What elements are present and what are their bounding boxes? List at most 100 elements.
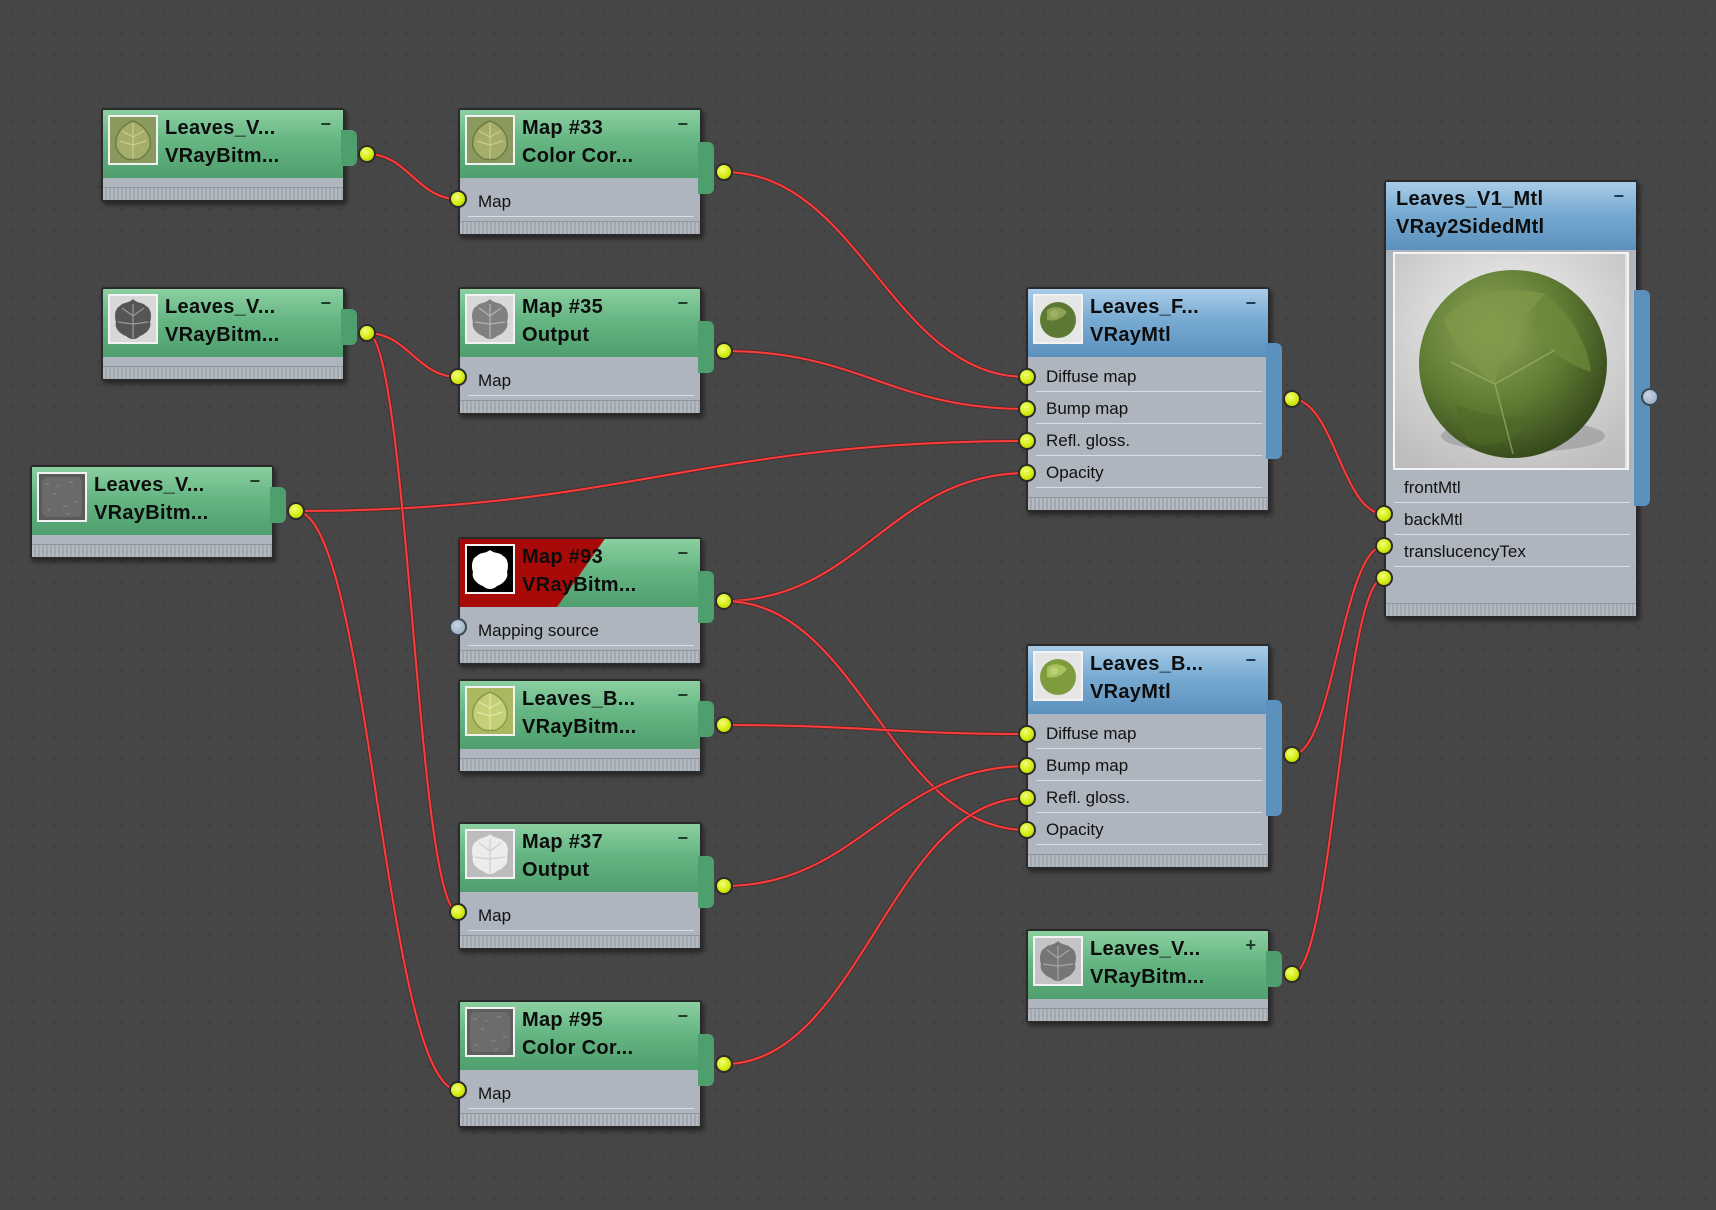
slot-translucency-tex[interactable]: translucencyTex xyxy=(1394,537,1630,567)
slot-opacity[interactable]: Opacity xyxy=(1036,458,1262,488)
output-port[interactable] xyxy=(1283,746,1301,764)
node-resize-handle[interactable] xyxy=(1028,1008,1268,1021)
connection-wire[interactable] xyxy=(1291,545,1385,756)
connection-wire[interactable] xyxy=(295,510,459,1091)
input-port-back-mtl[interactable] xyxy=(1375,537,1393,555)
connection-wire[interactable] xyxy=(366,332,459,913)
node-header[interactable]: Leaves_F... VRayMtl − xyxy=(1028,289,1268,357)
node-map-95[interactable]: Map #95 Color Cor... − Map xyxy=(458,1000,714,1128)
node-header[interactable]: Map #35 Output − xyxy=(460,289,700,357)
node-resize-handle[interactable] xyxy=(32,544,272,557)
connection-wire[interactable] xyxy=(366,153,459,200)
slot-map[interactable]: Map xyxy=(468,366,694,396)
slot-bump-map[interactable]: Bump map xyxy=(1036,751,1262,781)
slot-map[interactable]: Map xyxy=(468,1079,694,1109)
collapse-icon[interactable]: − xyxy=(677,293,688,313)
node-map-33[interactable]: Map #33 Color Cor... − Map xyxy=(458,108,714,236)
output-port[interactable] xyxy=(1283,390,1301,408)
output-port[interactable] xyxy=(715,1055,733,1073)
collapse-icon[interactable]: − xyxy=(249,471,260,491)
slot-map[interactable]: Map xyxy=(468,187,694,217)
slot-map[interactable]: Map xyxy=(468,901,694,931)
connection-wire[interactable] xyxy=(723,171,1028,378)
collapse-icon[interactable]: − xyxy=(1245,650,1256,670)
collapse-icon[interactable]: − xyxy=(1613,186,1624,206)
expand-icon[interactable]: + xyxy=(1245,935,1256,955)
input-port-bump-map[interactable] xyxy=(1018,400,1036,418)
collapse-icon[interactable]: − xyxy=(1245,293,1256,313)
node-map-35[interactable]: Map #35 Output − Map xyxy=(458,287,714,415)
node-resize-handle[interactable] xyxy=(1028,497,1268,510)
slot-mapping-source[interactable]: Mapping source xyxy=(468,616,694,646)
slot-refl-gloss[interactable]: Refl. gloss. xyxy=(1036,426,1262,456)
input-port-refl-gloss[interactable] xyxy=(1018,789,1036,807)
slot-front-mtl[interactable]: frontMtl xyxy=(1394,473,1630,503)
slot-refl-gloss[interactable]: Refl. gloss. xyxy=(1036,783,1262,813)
node-leaves-v-bitmap-2[interactable]: Leaves_V... VRayBitm... − xyxy=(101,287,357,381)
collapse-icon[interactable]: − xyxy=(677,114,688,134)
output-port[interactable] xyxy=(715,592,733,610)
node-header[interactable]: Map #37 Output − xyxy=(460,824,700,892)
node-leaves-b-bitmap[interactable]: Leaves_B... VRayBitm... − xyxy=(458,679,714,773)
output-port[interactable] xyxy=(358,145,376,163)
node-header[interactable]: Leaves_V... VRayBitm... − xyxy=(32,467,272,535)
connection-wire[interactable] xyxy=(1291,577,1385,975)
output-port[interactable] xyxy=(715,877,733,895)
input-port-translucency-tex[interactable] xyxy=(1375,569,1393,587)
input-port-opacity[interactable] xyxy=(1018,821,1036,839)
input-port-front-mtl[interactable] xyxy=(1375,505,1393,523)
collapse-icon[interactable]: − xyxy=(677,685,688,705)
node-leaves-b-vraymtl[interactable]: Leaves_B... VRayMtl − Diffuse map Bump m… xyxy=(1026,644,1282,869)
node-resize-handle[interactable] xyxy=(1386,603,1636,616)
node-resize-handle[interactable] xyxy=(1028,854,1268,867)
node-resize-handle[interactable] xyxy=(460,650,700,663)
output-port[interactable] xyxy=(287,502,305,520)
node-leaves-v-bitmap-4[interactable]: Leaves_V... VRayBitm... + xyxy=(1026,929,1282,1023)
input-port-map[interactable] xyxy=(449,903,467,921)
node-header[interactable]: Leaves_V... VRayBitm... − xyxy=(103,110,343,178)
node-leaves-v-bitmap-1[interactable]: Leaves_V... VRayBitm... − xyxy=(101,108,357,202)
node-leaves-v1-mtl[interactable]: Leaves_V1_Mtl VRay2SidedMtl − xyxy=(1384,180,1650,618)
node-header[interactable]: Leaves_V... VRayBitm... − xyxy=(103,289,343,357)
node-resize-handle[interactable] xyxy=(460,758,700,771)
slot-diffuse-map[interactable]: Diffuse map xyxy=(1036,362,1262,392)
node-header[interactable]: Leaves_V1_Mtl VRay2SidedMtl − xyxy=(1386,182,1636,250)
connection-wire[interactable] xyxy=(723,724,1028,735)
input-port-map[interactable] xyxy=(449,190,467,208)
output-port[interactable] xyxy=(715,342,733,360)
node-header[interactable]: Map #93 VRayBitm... − xyxy=(460,539,700,607)
collapse-icon[interactable]: − xyxy=(320,114,331,134)
input-port-diffuse-map[interactable] xyxy=(1018,368,1036,386)
node-resize-handle[interactable] xyxy=(460,935,700,948)
slot-diffuse-map[interactable]: Diffuse map xyxy=(1036,719,1262,749)
node-header[interactable]: Leaves_V... VRayBitm... + xyxy=(1028,931,1268,999)
connection-wire[interactable] xyxy=(366,332,459,378)
input-port-map[interactable] xyxy=(449,1081,467,1099)
node-map-93[interactable]: Map #93 VRayBitm... − Mapping source xyxy=(458,537,714,665)
connection-wire[interactable] xyxy=(1291,398,1385,515)
connection-wire[interactable] xyxy=(723,350,1028,410)
input-port-diffuse-map[interactable] xyxy=(1018,725,1036,743)
node-header[interactable]: Map #33 Color Cor... − xyxy=(460,110,700,178)
node-header[interactable]: Leaves_B... VRayMtl − xyxy=(1028,646,1268,714)
connection-wire[interactable] xyxy=(723,797,1028,1065)
input-port-opacity[interactable] xyxy=(1018,464,1036,482)
node-resize-handle[interactable] xyxy=(103,366,343,379)
connection-wire[interactable] xyxy=(723,600,1028,831)
node-leaves-v-bitmap-3[interactable]: Leaves_V... VRayBitm... − xyxy=(30,465,286,559)
node-leaves-f-vraymtl[interactable]: Leaves_F... VRayMtl − Diffuse map Bump m… xyxy=(1026,287,1282,512)
connection-wire[interactable] xyxy=(723,472,1028,602)
output-port[interactable] xyxy=(1283,965,1301,983)
connection-wire[interactable] xyxy=(723,765,1028,887)
output-port[interactable] xyxy=(715,163,733,181)
collapse-icon[interactable]: − xyxy=(677,828,688,848)
output-port[interactable] xyxy=(1641,388,1659,406)
node-header[interactable]: Leaves_B... VRayBitm... − xyxy=(460,681,700,749)
node-resize-handle[interactable] xyxy=(103,187,343,200)
connection-wire[interactable] xyxy=(295,440,1028,512)
node-header[interactable]: Map #95 Color Cor... − xyxy=(460,1002,700,1070)
collapse-icon[interactable]: − xyxy=(677,543,688,563)
input-port-refl-gloss[interactable] xyxy=(1018,432,1036,450)
input-port-mapping-source[interactable] xyxy=(449,618,467,636)
